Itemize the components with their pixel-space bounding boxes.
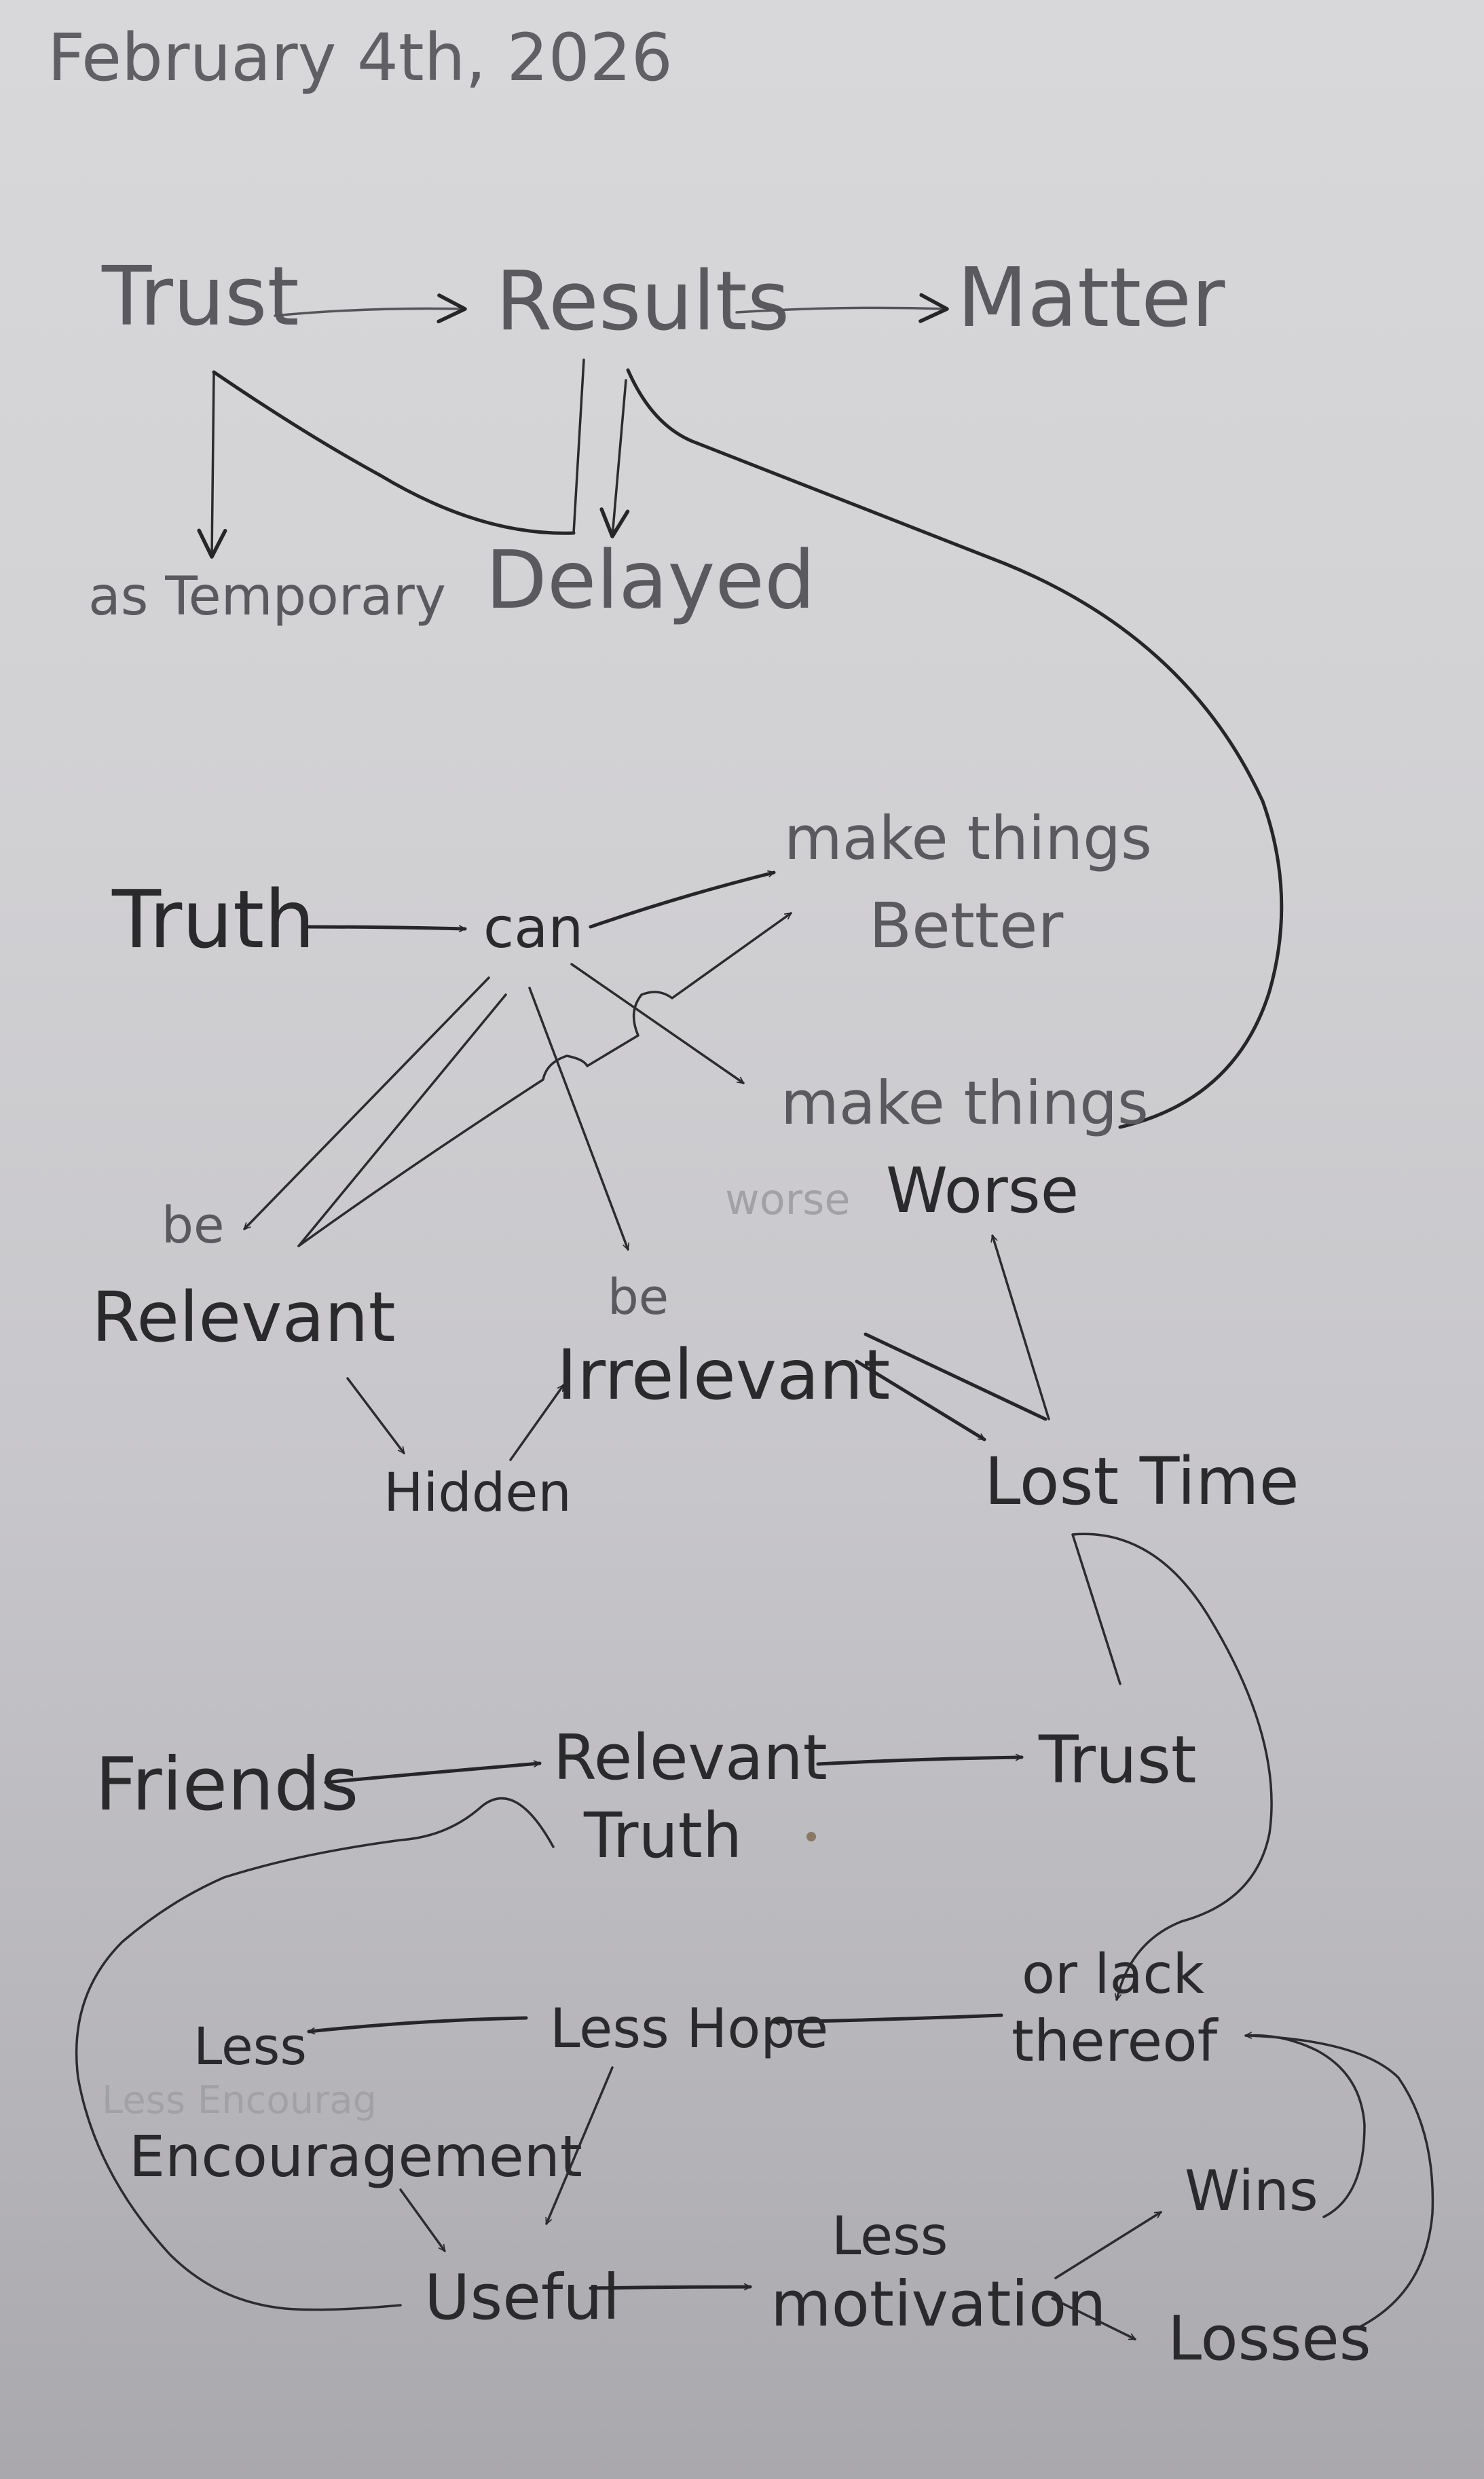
line-irrelevant-losttime xyxy=(864,1332,1047,1421)
node-delayed: Delayed xyxy=(485,533,815,627)
arrow-trust-delayed xyxy=(212,370,576,535)
arrow-can-worse xyxy=(570,963,745,1084)
arrow-can-irrelevant xyxy=(528,987,630,1251)
node-results: Results xyxy=(496,255,790,349)
arrow-lessmotivation-wins xyxy=(1054,2211,1162,2279)
arrow-relevanttruth-trust xyxy=(816,1753,1024,1766)
loop-losttime-orlack xyxy=(1071,1532,1273,2001)
node-worse-line2: Worse xyxy=(886,1154,1079,1227)
arrow-lessencouragement-useful xyxy=(399,2188,446,2252)
node-relevant: Relevant xyxy=(92,1277,396,1358)
node-relevant-be: be xyxy=(162,1196,225,1255)
node-truth: Truth xyxy=(111,873,315,966)
node-less-hope: Less Hope xyxy=(550,1997,828,2060)
erased-less-encouragement: Less Encourag xyxy=(102,2078,377,2123)
arrow-lesshope-lessencouragement xyxy=(307,2016,528,2035)
node-matter: Matter xyxy=(957,251,1225,346)
line-results-delayed xyxy=(572,359,585,534)
line-relevant-can xyxy=(297,993,507,1247)
node-relevanttruth-line1: Relevant xyxy=(553,1721,828,1794)
node-lessencouragement-line2: Encouragement xyxy=(129,2123,582,2190)
arrow-can-relevant xyxy=(243,976,490,1230)
node-better-line2: Better xyxy=(869,889,1063,962)
node-wins: Wins xyxy=(1185,2159,1318,2224)
node-useful: Useful xyxy=(424,2261,620,2334)
node-lessmotivation-line2: motivation xyxy=(771,2268,1107,2340)
loop-results-worse xyxy=(626,368,1284,1129)
node-lost-time: Lost Time xyxy=(984,1444,1299,1520)
arrow-friends-relevanttruth xyxy=(324,1760,542,1784)
node-can: can xyxy=(483,896,583,961)
node-irrelevant-be: be xyxy=(608,1268,669,1325)
arrow-trust-results xyxy=(274,293,467,324)
arrow-results-matter xyxy=(735,293,949,323)
arrow-truth-can xyxy=(307,925,467,933)
arrow-useful-lessmotivation xyxy=(589,2283,752,2291)
erased-worse: worse xyxy=(725,1175,851,1224)
arrow-can-better xyxy=(589,870,776,929)
loop-useful-relevanttruth xyxy=(75,1797,555,2311)
date-heading: February 4th, 2026 xyxy=(48,20,673,96)
node-lessmotivation-line1: Less xyxy=(832,2206,948,2267)
node-orlack-line1: or lack xyxy=(1022,1943,1205,2006)
arrow-lessmotivation-losses xyxy=(1051,2297,1136,2340)
arrow-lesshope-useful xyxy=(545,2066,614,2225)
node-better-line1: make things xyxy=(784,803,1152,873)
node-orlack-line2: thereof xyxy=(1012,2008,1219,2074)
arrow-irrelevant-losttime xyxy=(855,1359,986,1442)
arrow-relevant-better xyxy=(297,912,792,1247)
node-friends: Friends xyxy=(95,1742,358,1827)
node-worse-line1: make things xyxy=(781,1068,1149,1138)
node-as-temporary: as Temporary xyxy=(88,566,446,627)
arrow-losses-orlack xyxy=(1248,2034,1434,2330)
node-hidden: Hidden xyxy=(384,1463,572,1524)
arrow-orlack-lesshope xyxy=(772,2013,1003,2026)
arrow-relevant-hidden xyxy=(346,1377,405,1454)
node-trust-2: Trust xyxy=(1038,1722,1197,1798)
arrow-results-delayed xyxy=(599,379,630,538)
arrow-losttime-worse xyxy=(990,1234,1050,1420)
node-lessencouragement-line1: Less xyxy=(193,2016,307,2076)
node-irrelevant: Irrelevant xyxy=(557,1335,890,1416)
arrow-hidden-irrelevant xyxy=(509,1384,565,1461)
node-losses: Losses xyxy=(1168,2303,1371,2374)
arrow-trust-astemporary xyxy=(197,372,227,559)
node-relevanttruth-line2: Truth xyxy=(583,1799,742,1872)
paper-speck xyxy=(806,1832,816,1841)
node-trust: Trust xyxy=(101,250,299,344)
